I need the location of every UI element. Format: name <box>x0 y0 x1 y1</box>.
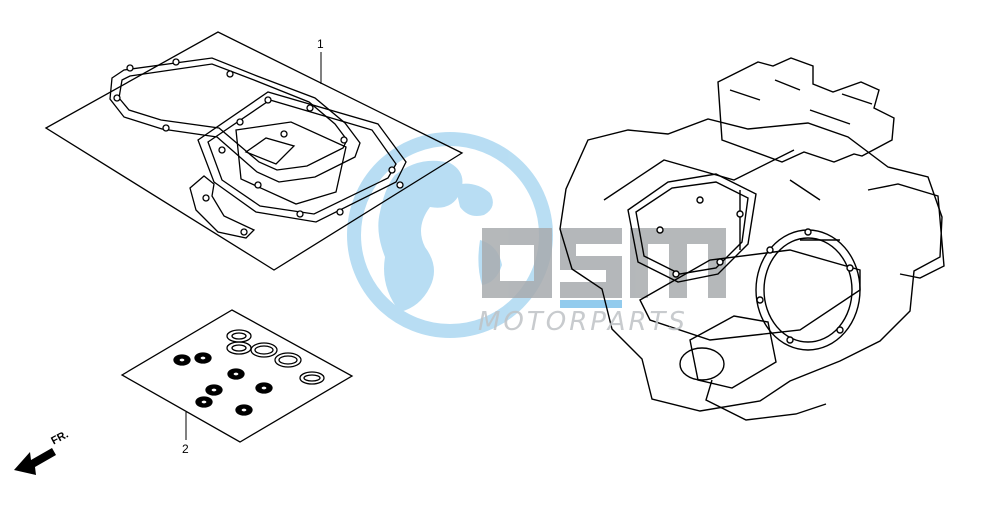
watermark-logo-letters <box>482 228 726 308</box>
engine-assembly <box>559 57 945 421</box>
callout-number-1: 1 <box>317 37 324 51</box>
gasket-kit-a <box>44 31 464 271</box>
watermark-motorparts-text: MOTORPARTS <box>478 307 688 337</box>
front-direction-arrow <box>14 448 56 475</box>
callout-number-2: 2 <box>182 442 189 456</box>
gasket-kit-b <box>120 309 354 443</box>
